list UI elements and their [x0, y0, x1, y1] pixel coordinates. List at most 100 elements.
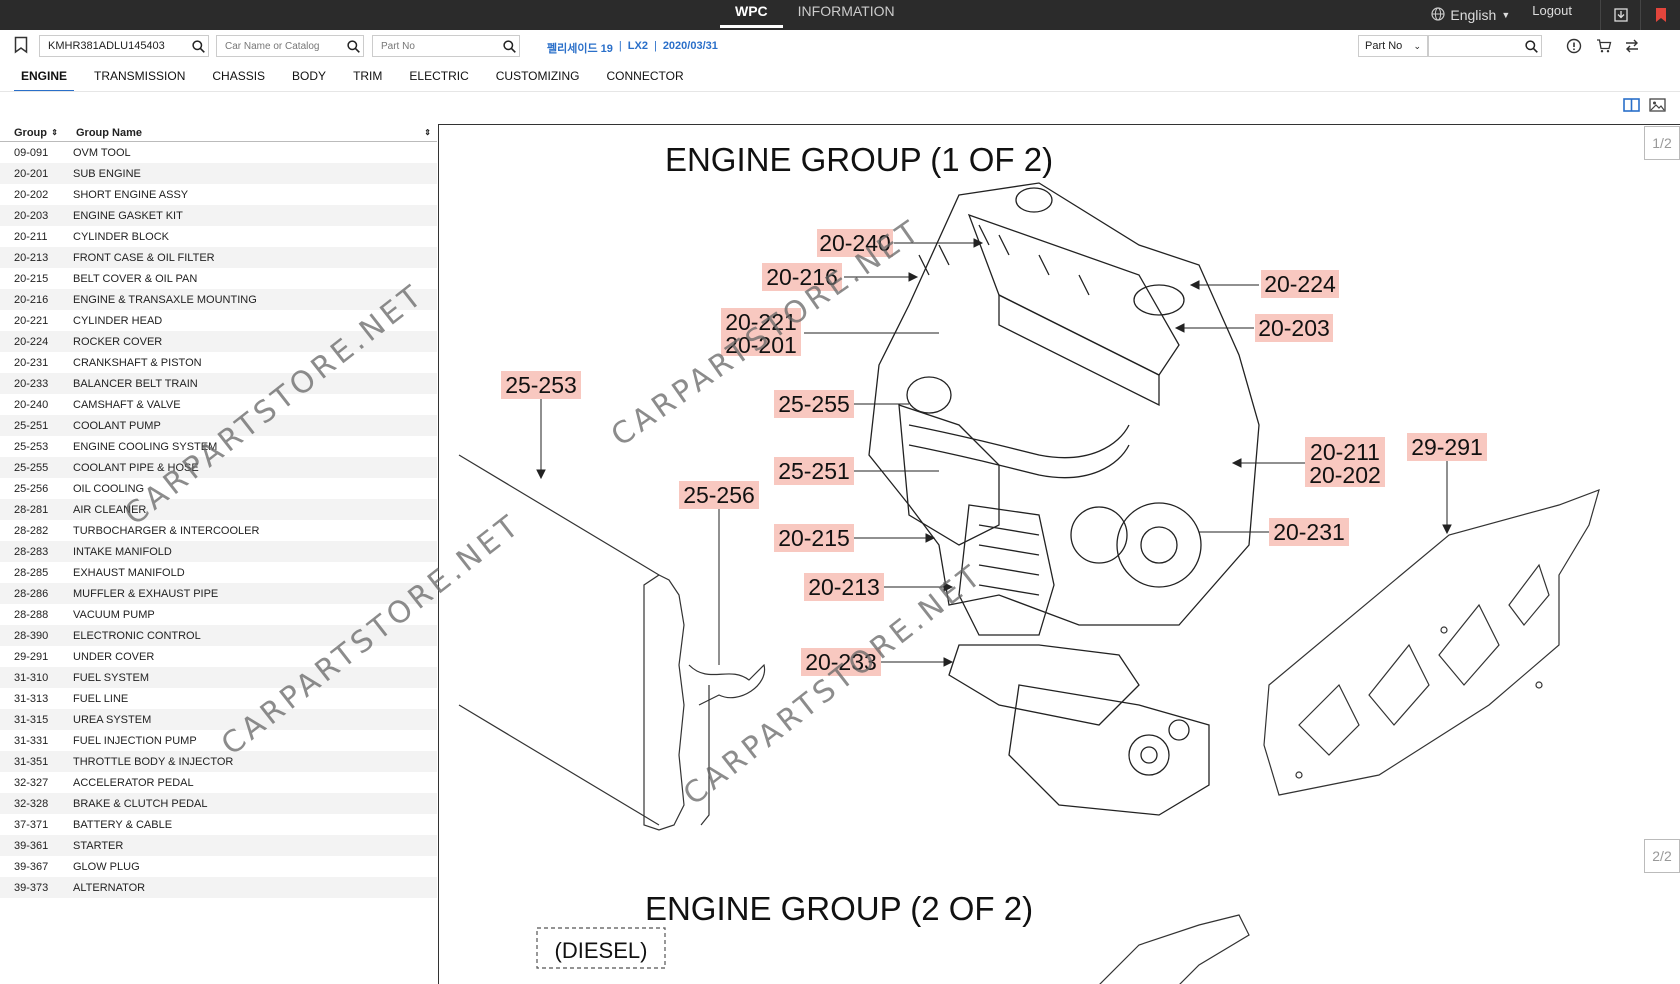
col-group-header[interactable]: Group ⇕ [0, 124, 62, 141]
download-button[interactable] [1600, 0, 1640, 30]
car-catalog-input[interactable] [217, 36, 343, 56]
bookmark-icon [1655, 8, 1666, 22]
callout-20-202[interactable]: 20-202 [1309, 462, 1381, 488]
search-icon[interactable] [343, 39, 363, 53]
partno-type-select[interactable]: Part No ⌄ [1358, 35, 1428, 57]
callout-25-255[interactable]: 25-255 [778, 391, 850, 417]
sort-icon: ⇕ [424, 128, 431, 137]
diagram-title-1: ENGINE GROUP (1 OF 2) [665, 141, 1053, 178]
tab-trim[interactable]: TRIM [353, 69, 383, 83]
group-code: 20-216 [14, 293, 49, 306]
partno-search-input[interactable] [1429, 36, 1521, 56]
search-icon[interactable] [1521, 39, 1541, 53]
page-indicator-2[interactable]: 2/2 [1644, 839, 1680, 873]
tab-body[interactable]: BODY [292, 69, 327, 83]
page-indicator-1[interactable]: 1/2 [1644, 126, 1680, 160]
callout-20-201[interactable]: 20-201 [725, 332, 797, 358]
vin-input[interactable] [40, 36, 188, 56]
group-code: 32-328 [14, 797, 49, 810]
split-view-button[interactable] [1622, 97, 1640, 113]
callout-20-221[interactable]: 20-221 [725, 309, 797, 335]
callout-25-256[interactable]: 25-256 [683, 482, 755, 508]
callout-25-251[interactable]: 25-251 [778, 458, 850, 484]
bookmark-button[interactable] [1640, 0, 1680, 30]
callout-29-291[interactable]: 29-291 [1411, 434, 1483, 460]
callout-20-215[interactable]: 20-215 [778, 525, 850, 551]
callout-20-224[interactable]: 20-224 [1264, 271, 1336, 297]
bookmark-outline-button[interactable] [14, 36, 32, 56]
language-select[interactable]: English ▼ [1431, 6, 1510, 24]
image-view-button[interactable] [1648, 97, 1666, 113]
under-cover-drawing [1263, 489, 1600, 796]
vehicle-trim[interactable]: LX2 [627, 40, 648, 52]
vehicle-date[interactable]: 2020/03/31 [662, 40, 718, 52]
group-code: 31-331 [14, 734, 49, 747]
callout-20-231[interactable]: 20-231 [1273, 519, 1345, 545]
tab-chassis[interactable]: CHASSIS [212, 69, 266, 83]
cart-button[interactable] [1592, 35, 1616, 57]
col-name-header[interactable]: Group Name ⇕ [62, 124, 437, 141]
group-code: 28-286 [14, 587, 49, 600]
vehicle-name[interactable]: 펠리세이드 19 [547, 43, 613, 55]
callout-20-211[interactable]: 20-211 [1310, 439, 1380, 465]
group-name: UREA SYSTEM [73, 713, 152, 726]
swap-button[interactable] [1620, 35, 1644, 57]
tab-electric[interactable]: ELECTRIC [409, 69, 469, 83]
search-icon[interactable] [499, 39, 519, 53]
tab-wpc[interactable]: WPC [720, 0, 783, 28]
table-header: Group ⇕ Group Name ⇕ [0, 124, 437, 142]
callout-20-216[interactable]: 20-216 [766, 264, 838, 290]
tab-information[interactable]: INFORMATION [797, 3, 895, 19]
tab-engine[interactable]: ENGINE [14, 62, 75, 92]
tab-customizing[interactable]: CUSTOMIZING [495, 69, 580, 83]
language-label: English [1450, 7, 1497, 23]
part-no-input[interactable] [373, 36, 499, 56]
tab-transmission[interactable]: TRANSMISSION [94, 69, 186, 83]
logout-link[interactable]: Logout [1532, 2, 1572, 18]
tab-connector[interactable]: CONNECTOR [606, 69, 684, 83]
callout-20-240[interactable]: 20-240 [819, 230, 891, 256]
callout-20-213[interactable]: 20-213 [808, 574, 880, 600]
info-button[interactable] [1562, 35, 1586, 57]
callout-20-233[interactable]: 20-233 [805, 649, 877, 675]
callout-20-203[interactable]: 20-203 [1258, 315, 1330, 341]
search-icon[interactable] [188, 39, 208, 53]
callout-25-253[interactable]: 25-253 [505, 372, 577, 398]
